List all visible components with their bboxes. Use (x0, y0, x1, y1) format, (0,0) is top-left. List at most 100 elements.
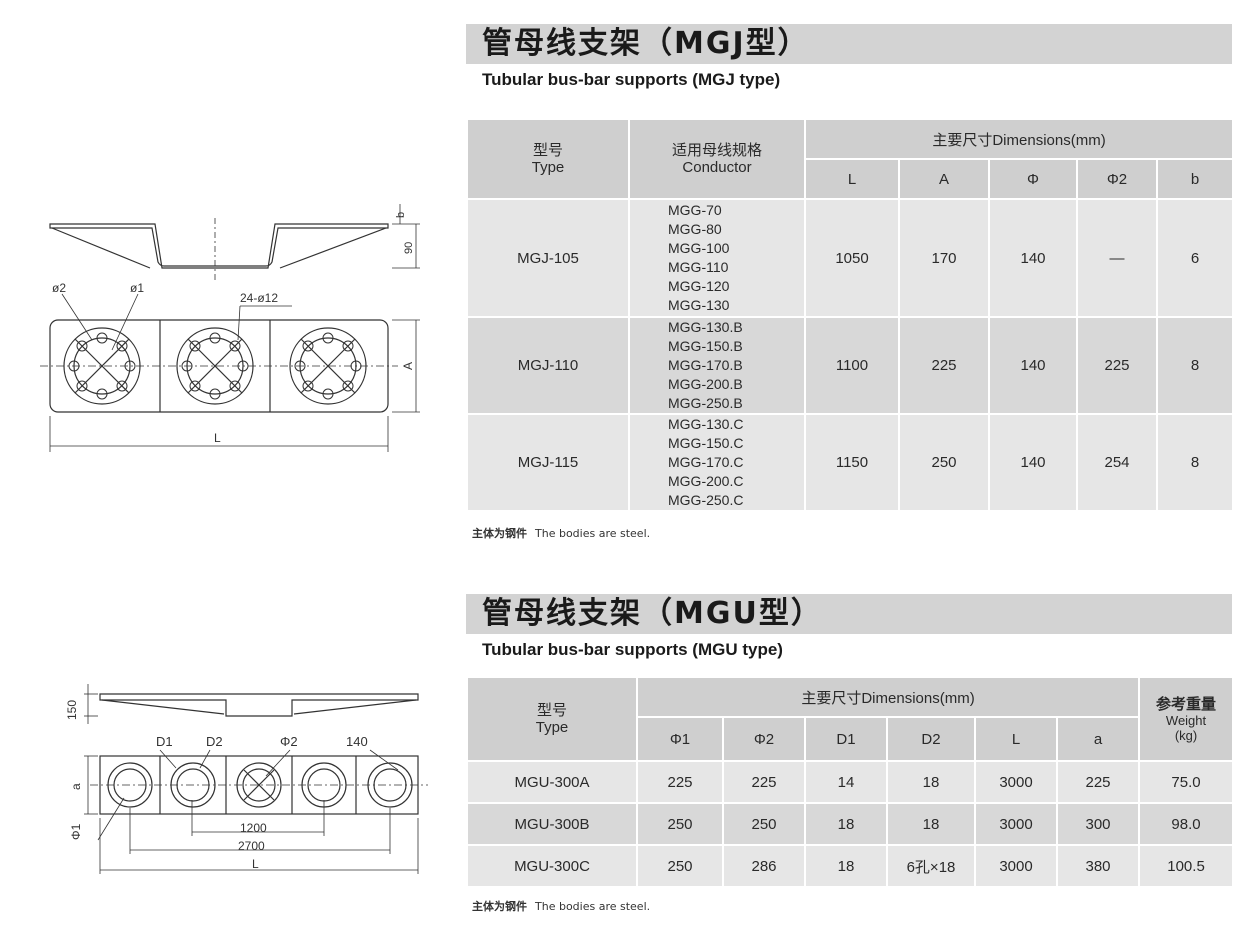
mgj-label-phi2: ø2 (52, 281, 66, 295)
mgj-label-l: L (214, 431, 221, 445)
mgu-row-d2: 6孔×18 (886, 844, 976, 888)
mgj-row-phi2: 254 (1076, 413, 1158, 512)
mgu-col-phi2: Φ2 (722, 716, 806, 762)
mgu-row-a: 225 (1055, 760, 1141, 804)
mgj-row-type: MGJ-105 (466, 198, 630, 318)
mgj-header-dimensions: 主要尺寸Dimensions(mm) (803, 118, 1235, 160)
mgj-row-a: 170 (898, 198, 990, 318)
mgu-header-dimensions: 主要尺寸Dimensions(mm) (635, 676, 1141, 718)
mgu-label-140: 140 (346, 734, 368, 749)
mgj-row-phi: 140 (988, 316, 1078, 415)
mgu-row-a: 380 (1055, 844, 1141, 888)
mgu-row-a: 300 (1055, 802, 1141, 846)
mgj-drawing: b 90 ø2 ø1 24-ø12 A L (0, 190, 440, 470)
table-row: MGU-300B 250 250 18 18 3000 300 98.0 (466, 802, 1235, 846)
mgj-note-en: The bodies are steel. (535, 527, 651, 540)
mgu-note-cn: 主体为钢件 (472, 900, 527, 913)
mgu-row-type: MGU-300A (466, 760, 638, 804)
mgu-note: 主体为钢件 The bodies are steel. (472, 898, 650, 914)
mgj-row-l: 1050 (804, 198, 900, 318)
mgu-row-phi2: 286 (722, 844, 806, 888)
mgj-section: 管母线支架（MGJ型） Tubular bus-bar supports (MG… (466, 24, 1232, 90)
mgu-row-l: 3000 (974, 844, 1058, 888)
mgu-col-a: a (1055, 716, 1141, 762)
mgu-row-l: 3000 (974, 802, 1058, 846)
mgj-col-phi2: Φ2 (1076, 158, 1158, 200)
mgu-row-l: 3000 (974, 760, 1058, 804)
mgu-row-type: MGU-300B (466, 802, 638, 846)
mgu-row-weight: 75.0 (1138, 760, 1235, 804)
mgu-label-l: L (252, 857, 259, 871)
mgj-table: 型号 Type 适用母线规格 Conductor 主要尺寸Dimensions(… (466, 118, 1235, 512)
mgj-row-a: 225 (898, 316, 990, 415)
mgj-note-cn: 主体为钢件 (472, 527, 527, 540)
mgj-title: 管母线支架（MGJ型） (466, 24, 1232, 64)
mgu-row-phi2: 250 (722, 802, 806, 846)
mgj-row-b: 6 (1155, 198, 1235, 318)
mgu-row-weight: 100.5 (1138, 844, 1235, 888)
mgj-row-phi: 140 (988, 198, 1078, 318)
mgu-row-d2: 18 (886, 760, 976, 804)
mgu-row-d1: 18 (804, 844, 888, 888)
mgu-row-d1: 14 (804, 760, 888, 804)
mgu-table: 型号 Type 主要尺寸Dimensions(mm) 参考重量 Weight (… (466, 676, 1235, 888)
mgu-label-phi1: Φ1 (69, 823, 83, 840)
mgu-label-a: a (69, 783, 83, 790)
mgj-row-phi2: — (1076, 198, 1158, 318)
mgj-col-b: b (1155, 158, 1235, 200)
mgu-title: 管母线支架（MGU型） (466, 594, 1232, 634)
mgu-technical-drawing: 150 D1 D2 Φ2 140 a Φ1 1200 2700 L (65, 684, 428, 874)
mgj-row-type: MGJ-110 (466, 316, 630, 415)
mgj-row-phi2: 225 (1076, 316, 1158, 415)
mgj-col-phi: Φ (988, 158, 1078, 200)
mgj-col-a: A (898, 158, 990, 200)
mgj-row-b: 8 (1155, 316, 1235, 415)
mgu-col-l: L (974, 716, 1058, 762)
mgj-label-phi1: ø1 (130, 281, 144, 295)
mgj-header-type: 型号 Type (466, 118, 630, 200)
mgu-header-type: 型号 Type (466, 676, 638, 762)
mgu-label-1200: 1200 (240, 821, 267, 835)
mgj-label-holes: 24-ø12 (240, 291, 278, 305)
mgu-label-phi2: Φ2 (280, 734, 298, 749)
mgj-row-b: 8 (1155, 413, 1235, 512)
mgu-row-phi1: 225 (636, 760, 724, 804)
mgj-header-conductor: 适用母线规格 Conductor (628, 118, 806, 200)
mgu-col-phi1: Φ1 (636, 716, 724, 762)
mgu-section: 管母线支架（MGU型） Tubular bus-bar supports (MG… (466, 594, 1232, 660)
mgu-row-phi1: 250 (636, 802, 724, 846)
mgj-technical-drawing: b 90 ø2 ø1 24-ø12 A L (40, 204, 420, 452)
table-row: MGU-300A 225 225 14 18 3000 225 75.0 (466, 760, 1235, 804)
mgu-label-150: 150 (65, 700, 79, 720)
mgj-row-a: 250 (898, 413, 990, 512)
mgj-label-90: 90 (403, 242, 415, 254)
mgj-subtitle: Tubular bus-bar supports (MGJ type) (482, 70, 781, 89)
mgu-header-weight: 参考重量 Weight (kg) (1138, 676, 1235, 762)
mgu-row-weight: 98.0 (1138, 802, 1235, 846)
mgj-note: 主体为钢件 The bodies are steel. (472, 525, 650, 541)
mgu-note-en: The bodies are steel. (535, 900, 651, 913)
mgu-row-d2: 18 (886, 802, 976, 846)
mgu-col-d1: D1 (804, 716, 888, 762)
mgu-label-2700: 2700 (238, 839, 265, 853)
mgj-row-l: 1100 (804, 316, 900, 415)
mgu-subtitle: Tubular bus-bar supports (MGU type) (482, 640, 783, 659)
mgu-drawing: 150 D1 D2 Φ2 140 a Φ1 1200 2700 L (0, 680, 440, 880)
mgu-col-d2: D2 (886, 716, 976, 762)
mgu-row-phi2: 225 (722, 760, 806, 804)
mgj-label-b: b (395, 212, 407, 218)
mgu-row-phi1: 250 (636, 844, 724, 888)
mgj-row-l: 1150 (804, 413, 900, 512)
mgj-label-a: A (401, 362, 415, 370)
mgu-label-d1: D1 (156, 734, 173, 749)
mgj-row-type: MGJ-115 (466, 413, 630, 512)
mgu-row-d1: 18 (804, 802, 888, 846)
mgj-row-phi: 140 (988, 413, 1078, 512)
table-row: MGU-300C 250 286 18 6孔×18 3000 380 100.5 (466, 844, 1235, 888)
